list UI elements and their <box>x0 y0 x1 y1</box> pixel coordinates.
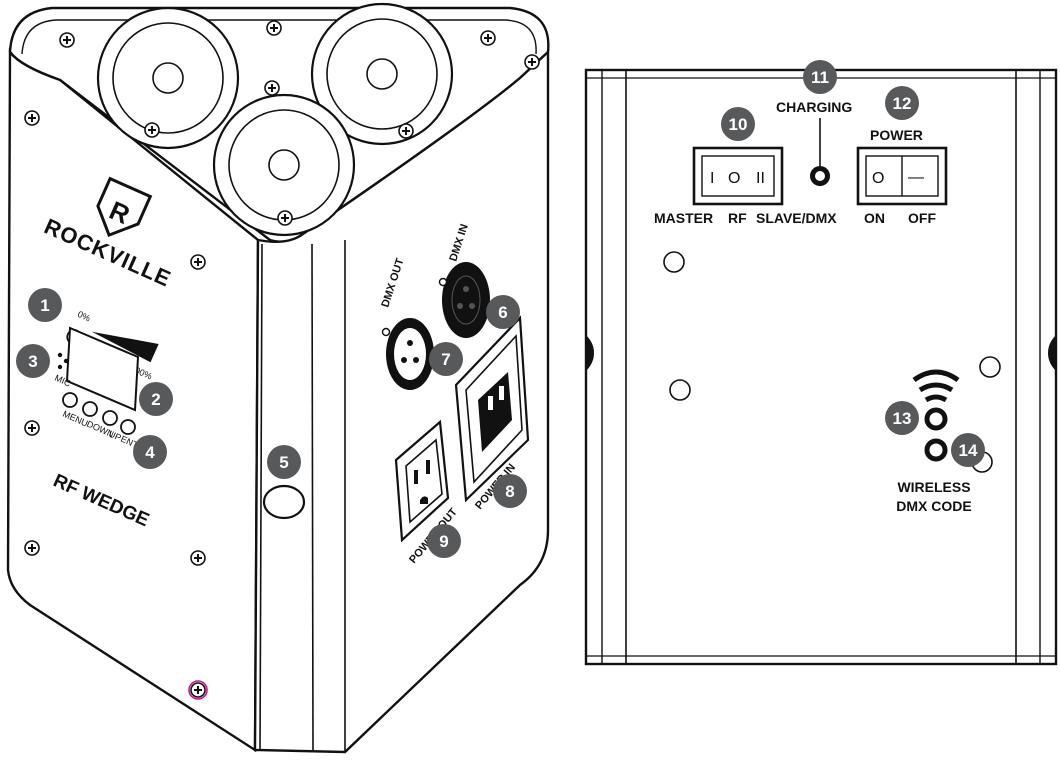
right-notch <box>1048 335 1056 371</box>
screw-icon <box>59 32 75 48</box>
callout-7: 7 <box>429 342 463 376</box>
screw-icon <box>266 20 282 36</box>
svg-text:4: 4 <box>145 443 155 462</box>
screw-icon <box>144 122 160 138</box>
callout-4: 4 <box>133 435 167 469</box>
svg-text:10: 10 <box>729 115 748 134</box>
callout-13: 13 <box>885 401 919 435</box>
screw-icon <box>398 123 414 139</box>
callout-12: 12 <box>885 86 919 120</box>
level-min-label: 0% <box>76 309 92 323</box>
screw-icon <box>190 550 206 566</box>
master-label: MASTER <box>654 210 713 226</box>
mount-hole <box>669 379 691 401</box>
svg-text:14: 14 <box>959 441 978 460</box>
svg-text:6: 6 <box>498 303 507 322</box>
power-switch[interactable]: O — <box>856 146 948 206</box>
callout-9: 9 <box>427 524 461 558</box>
callout-14: 14 <box>951 433 985 467</box>
screw-icon <box>24 420 40 436</box>
screw-icon <box>277 210 293 226</box>
wifi-icon <box>912 369 960 403</box>
screw-icon <box>190 682 206 698</box>
mount-hole <box>262 484 306 520</box>
svg-text:3: 3 <box>28 352 37 371</box>
rear-panel: I O II MASTER RF SLAVE/DMX CHARGING POWE… <box>584 60 1058 666</box>
dmx-out-connector <box>381 318 434 390</box>
screw-icon <box>24 540 40 556</box>
screw-icon <box>480 30 496 46</box>
mic-icon <box>57 352 69 370</box>
charging-label: CHARGING <box>776 99 852 115</box>
rf-label: RF <box>728 210 747 226</box>
svg-text:5: 5 <box>279 453 288 472</box>
off-label: OFF <box>908 210 936 226</box>
wireless-label: WIRELESS <box>897 479 970 495</box>
svg-text:11: 11 <box>811 68 829 87</box>
mount-hole <box>979 356 1001 378</box>
svg-text:13: 13 <box>893 409 912 428</box>
svg-text:8: 8 <box>505 482 514 501</box>
power-in-socket <box>454 315 530 503</box>
up-label: UP <box>107 429 123 443</box>
dmx-in-connector <box>438 262 490 338</box>
callout-10: 10 <box>721 107 755 141</box>
svg-text:7: 7 <box>441 350 450 369</box>
enter-button[interactable] <box>120 419 136 435</box>
lens <box>212 93 356 237</box>
svg-text:9: 9 <box>439 532 448 551</box>
highlight-ring <box>188 680 208 700</box>
screw-icon <box>190 254 206 270</box>
slave-dmx-label: SLAVE/DMX <box>756 210 837 226</box>
power-label: POWER <box>870 127 923 143</box>
on-label: ON <box>864 210 885 226</box>
callout-6: 6 <box>486 295 520 329</box>
lens <box>96 6 240 150</box>
left-notch <box>586 335 594 371</box>
callout-11: 11 <box>803 60 837 94</box>
mode-glyph-rf: O <box>728 170 740 187</box>
mode-switch[interactable]: I O II <box>692 146 784 206</box>
power-out-outlet <box>394 419 450 543</box>
svg-text:1: 1 <box>40 296 49 315</box>
screw-icon <box>24 110 40 126</box>
down-button[interactable] <box>82 401 98 417</box>
power-glyph-on: O <box>872 170 884 187</box>
mode-glyph-master: I <box>710 170 714 187</box>
mode-glyph-slave: II <box>756 170 765 187</box>
power-glyph-off: — <box>908 169 924 186</box>
svg-text:12: 12 <box>893 94 912 113</box>
mount-hole <box>663 251 685 273</box>
svg-text:2: 2 <box>151 390 160 409</box>
screw-icon <box>524 54 540 70</box>
screw-icon <box>264 80 280 96</box>
menu-button[interactable] <box>62 392 78 408</box>
dmx-code-button[interactable] <box>924 438 948 462</box>
callout-2: 2 <box>139 382 173 416</box>
device-right-face <box>253 49 550 754</box>
callout-8: 8 <box>493 474 527 508</box>
lens <box>310 2 454 146</box>
callout-3: 3 <box>16 344 50 378</box>
up-button[interactable] <box>102 410 118 426</box>
lcd-display <box>65 326 140 412</box>
left-device: R ROCKVILLE 0% 100% MIC MENU <box>6 2 550 754</box>
dmx-code-label: DMX CODE <box>896 498 971 514</box>
callout-5: 5 <box>267 445 301 479</box>
wireless-led-icon <box>924 407 948 431</box>
callout-1: 1 <box>28 288 62 322</box>
